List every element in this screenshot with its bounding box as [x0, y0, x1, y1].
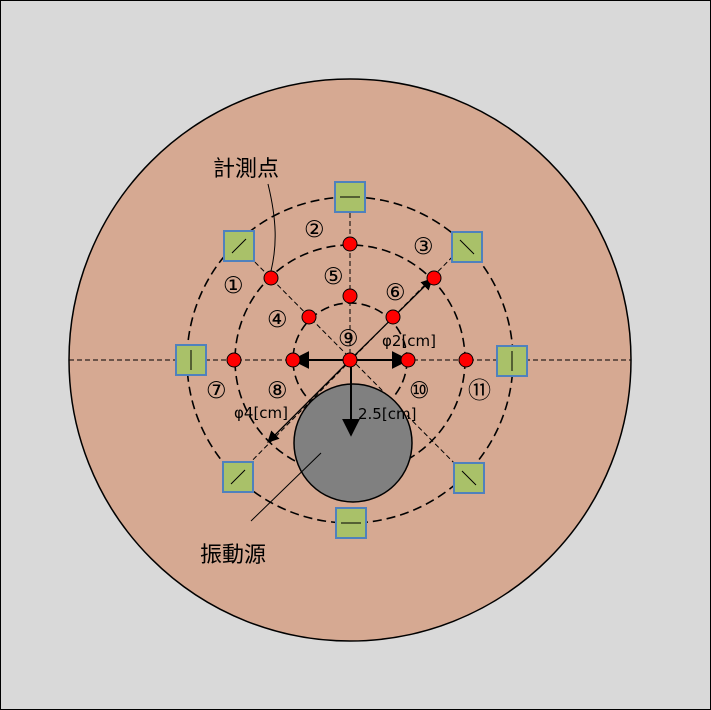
sensor-top-left	[223, 230, 255, 262]
point-label-10: ⑩	[409, 378, 430, 404]
sensor-bottom	[335, 507, 367, 539]
measure-point-leader	[267, 183, 276, 272]
point-label-9: ⑨	[338, 326, 359, 352]
phi2-label: φ2[cm]	[382, 332, 436, 350]
measure-point-8	[285, 352, 301, 368]
measure-point-4	[301, 309, 317, 325]
measure-point-3	[426, 270, 442, 286]
vibration-source-label: 振動源	[200, 543, 266, 568]
measure-point-11	[458, 352, 474, 368]
measure-point-1	[263, 270, 279, 286]
point-label-2: ②	[304, 217, 325, 243]
radius-label: 2.5[cm]	[358, 405, 416, 423]
vibration-source-leader	[250, 452, 322, 522]
point-label-11: ⑪	[468, 378, 491, 404]
point-label-6: ⑥	[385, 280, 406, 306]
measure-point-10	[400, 352, 416, 368]
sensor-bottom-right	[453, 462, 485, 494]
sensor-right	[496, 345, 528, 377]
point-label-8: ⑧	[267, 378, 288, 404]
point-label-4: ④	[267, 307, 288, 333]
vibration-source-disc	[293, 383, 413, 503]
point-label-7: ⑦	[206, 378, 227, 404]
measure-point-2	[342, 236, 358, 252]
sensor-bottom-left	[222, 461, 254, 493]
measure-point-9	[342, 352, 358, 368]
sensor-top-right	[451, 231, 483, 263]
measure-point-label: 計測点	[213, 157, 279, 182]
measure-point-5	[342, 288, 358, 304]
point-label-5: ⑤	[323, 264, 344, 290]
measure-point-7	[226, 352, 242, 368]
point-label-3: ③	[413, 234, 434, 260]
phi4-label: φ4[cm]	[234, 404, 288, 422]
sensor-top	[334, 181, 366, 213]
measure-point-6	[385, 309, 401, 325]
sensor-left	[175, 344, 207, 376]
phi4-arrow-sw	[267, 359, 351, 443]
point-label-1: ①	[223, 273, 244, 299]
